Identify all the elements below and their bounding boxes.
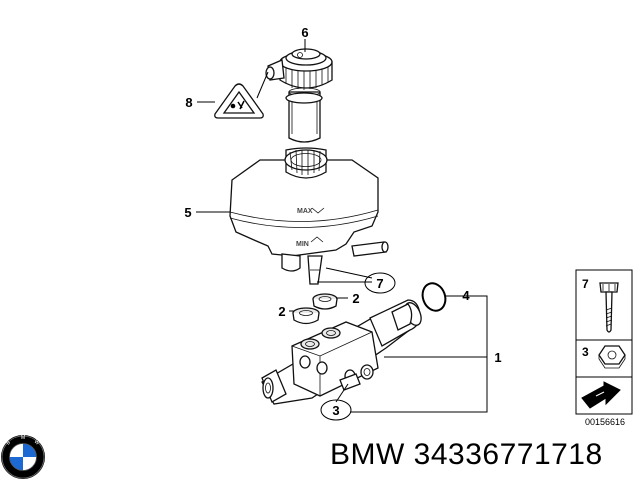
callout-2-upper: 2 [352,291,359,306]
reservoir-cap [265,48,333,143]
master-cylinder [261,299,422,405]
callout-5: 5 [184,205,191,220]
svg-text:W: W [33,439,41,447]
min-mark: MIN [296,241,309,248]
part-caption: BMW 34336771718 [330,438,603,471]
svg-text:M: M [21,435,25,441]
arrow-icon [581,381,621,409]
legend-screw-number: 7 [582,277,589,291]
screw-icon [599,282,619,333]
brake-fluid-reservoir: MAX MIN [229,147,389,285]
legend-panel: 7 3 [575,269,633,415]
callout-8: 8 [185,95,192,110]
drawing-code: 00156616 [585,417,625,427]
callout-1: 1 [494,350,501,365]
grommet-lower [292,307,320,325]
legend-nut-number: 3 [582,345,589,359]
callout-2-lower: 2 [278,304,285,319]
bmw-logo-icon: B M W [1,435,45,479]
nut-icon [598,345,626,369]
max-mark: MAX [297,208,313,215]
callout-6: 6 [301,25,308,40]
callout-4: 4 [462,288,470,303]
callout-7: 7 [376,276,383,291]
warning-triangle-icon [214,83,264,119]
grommet-upper [312,293,338,310]
o-ring [421,282,447,312]
callout-3: 3 [332,403,339,418]
svg-text:B: B [5,439,12,446]
